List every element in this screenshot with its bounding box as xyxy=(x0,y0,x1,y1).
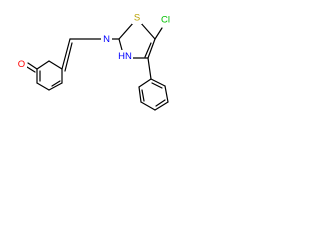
bond-ph2-double xyxy=(141,89,145,102)
thiazole-ring xyxy=(118,21,163,59)
linker xyxy=(61,38,120,72)
bond-ph6-double xyxy=(151,82,163,89)
bond-c6-c1 xyxy=(36,60,50,70)
atom-labels: O N S HN Cl xyxy=(16,12,173,70)
bond-ph4 xyxy=(154,101,169,111)
sulfur-label-bg xyxy=(132,12,142,24)
bond-ph4-double xyxy=(155,99,166,107)
ring-nitrogen-label-bg xyxy=(117,50,133,62)
bond-c5-c6 xyxy=(48,60,63,70)
bond-c5-c4 xyxy=(147,38,156,59)
bond-c2-n3 xyxy=(118,38,123,51)
bond-s-c5 xyxy=(139,21,156,40)
oxygen-label: O xyxy=(18,59,25,70)
bond-exocyclic-double-a xyxy=(61,38,71,70)
phenyl-ring xyxy=(138,57,169,111)
ring-nitrogen-label: HN xyxy=(118,51,132,62)
imine-nitrogen-label: N xyxy=(103,34,110,45)
bond-ph6 xyxy=(150,78,166,87)
bond-carbonyl-a xyxy=(27,62,38,70)
bond-ph2 xyxy=(138,86,142,103)
molecule-drawing: O N S HN Cl xyxy=(16,12,173,111)
sulfur-label: S xyxy=(134,13,140,24)
bond-c3-c4 xyxy=(48,82,63,91)
chlorine-label: Cl xyxy=(161,15,170,26)
bond-c4-phenyl xyxy=(147,57,152,80)
bond-ph1 xyxy=(138,78,152,88)
bond-c2-s xyxy=(118,21,135,40)
cyclohexadienone-ring xyxy=(26,60,63,91)
bond-carbonyl-b xyxy=(26,66,36,73)
bond-c2-c3 xyxy=(36,82,50,91)
oxygen-label-bg xyxy=(16,58,27,70)
bond-ph5 xyxy=(164,85,169,103)
bond-ph3 xyxy=(140,101,156,111)
bond-exocyclic-double-b xyxy=(64,42,73,72)
structure-diagram: O N S HN Cl xyxy=(0,0,193,148)
chlorine-label-bg xyxy=(158,14,173,26)
bond-c3-c4-double xyxy=(51,80,61,87)
bond-c5-cl xyxy=(154,27,163,40)
bond-c5-c4-double xyxy=(144,42,152,58)
imine-nitrogen-label-bg xyxy=(101,33,112,45)
